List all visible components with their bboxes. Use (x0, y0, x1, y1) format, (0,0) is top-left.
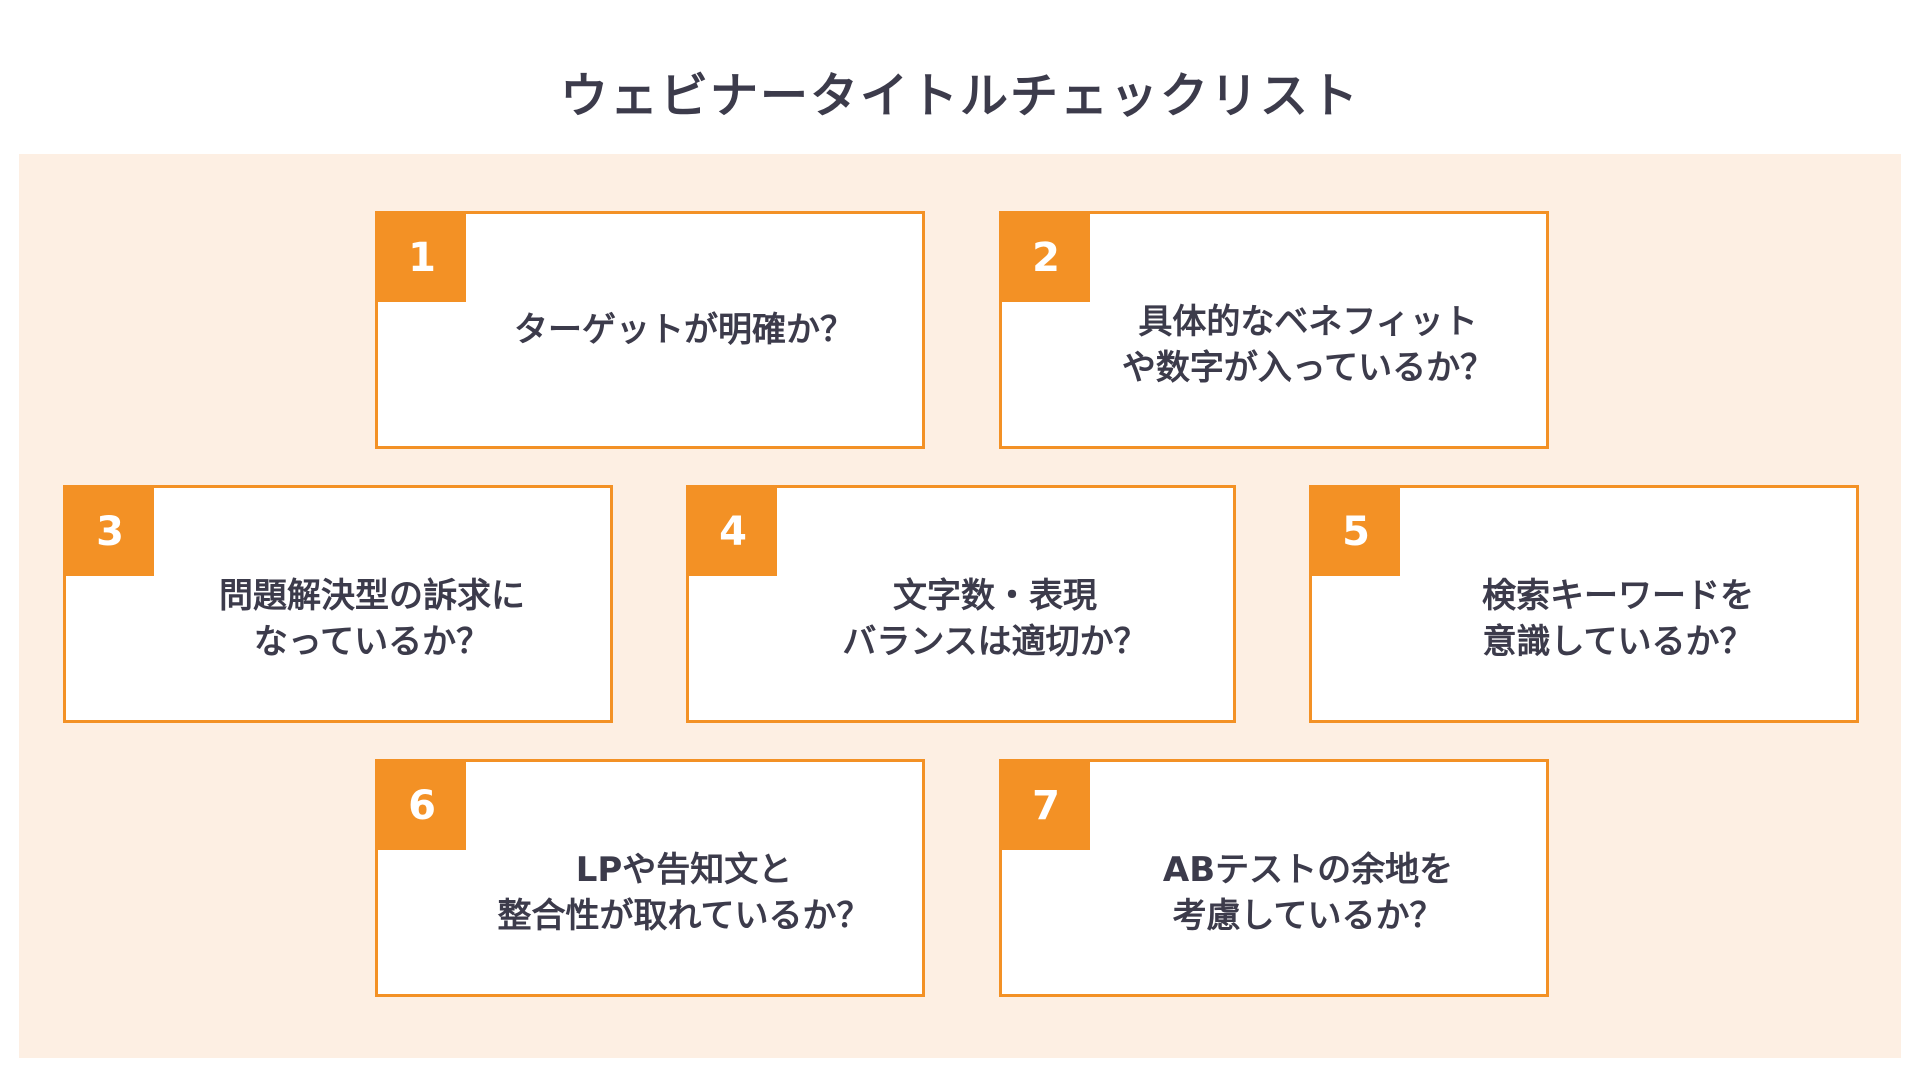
item-text: 問題解決型の訴求に なっているか？ (154, 548, 590, 690)
item-number-badge: 4 (689, 488, 777, 576)
item-number-badge: 3 (66, 488, 154, 576)
item-text: 検索キーワードを 意識しているか？ (1400, 548, 1836, 690)
checklist-card-6: 6 LPや告知文と 整合性が取れているか？ (375, 759, 925, 997)
item-text-line: 意識しているか？ (1482, 622, 1754, 662)
item-text-line: ABテストの余地を (1162, 850, 1454, 890)
item-number-badge: 2 (1002, 214, 1090, 302)
checklist-panel: 1 ターゲットが明確か？ 2 具体的なベネフィット や数字が入っているか？ 3 … (19, 154, 1901, 1058)
item-text-line: 問題解決型の訴求に (219, 576, 525, 616)
item-text-line: 整合性が取れているか？ (497, 896, 871, 936)
item-text-line: LPや告知文と (575, 850, 793, 890)
item-number-badge: 7 (1002, 762, 1090, 850)
item-text-line: 検索キーワードを (1482, 576, 1754, 616)
item-text: 具体的なベネフィット や数字が入っているか？ (1090, 274, 1526, 416)
page-title: ウェビナータイトルチェックリスト (559, 68, 1360, 124)
item-number-badge: 5 (1312, 488, 1400, 576)
item-text-line: や数字が入っているか？ (1121, 348, 1495, 388)
checklist-card-7: 7 ABテストの余地を 考慮しているか？ (999, 759, 1549, 997)
item-text: LPや告知文と 整合性が取れているか？ (466, 822, 902, 964)
checklist-card-4: 4 文字数・表現 バランスは適切か？ (686, 485, 1236, 723)
checklist-card-3: 3 問題解決型の訴求に なっているか？ (63, 485, 613, 723)
item-number-badge: 6 (378, 762, 466, 850)
item-number-badge: 1 (378, 214, 466, 302)
item-text-line: 考慮しているか？ (1172, 896, 1444, 936)
item-text: ターゲットが明確か？ (466, 254, 902, 406)
item-text-line: なっているか？ (253, 622, 491, 662)
checklist-card-1: 1 ターゲットが明確か？ (375, 211, 925, 449)
checklist-card-2: 2 具体的なベネフィット や数字が入っているか？ (999, 211, 1549, 449)
item-text: 文字数・表現 バランスは適切か？ (777, 548, 1213, 690)
item-text: ABテストの余地を 考慮しているか？ (1090, 822, 1526, 964)
item-text-line: 文字数・表現 (893, 576, 1097, 616)
item-text-line: ターゲットが明確か？ (514, 310, 854, 350)
item-text-line: バランスは適切か？ (842, 622, 1148, 662)
item-text-line: 具体的なベネフィット (1138, 302, 1478, 342)
checklist-card-5: 5 検索キーワードを 意識しているか？ (1309, 485, 1859, 723)
